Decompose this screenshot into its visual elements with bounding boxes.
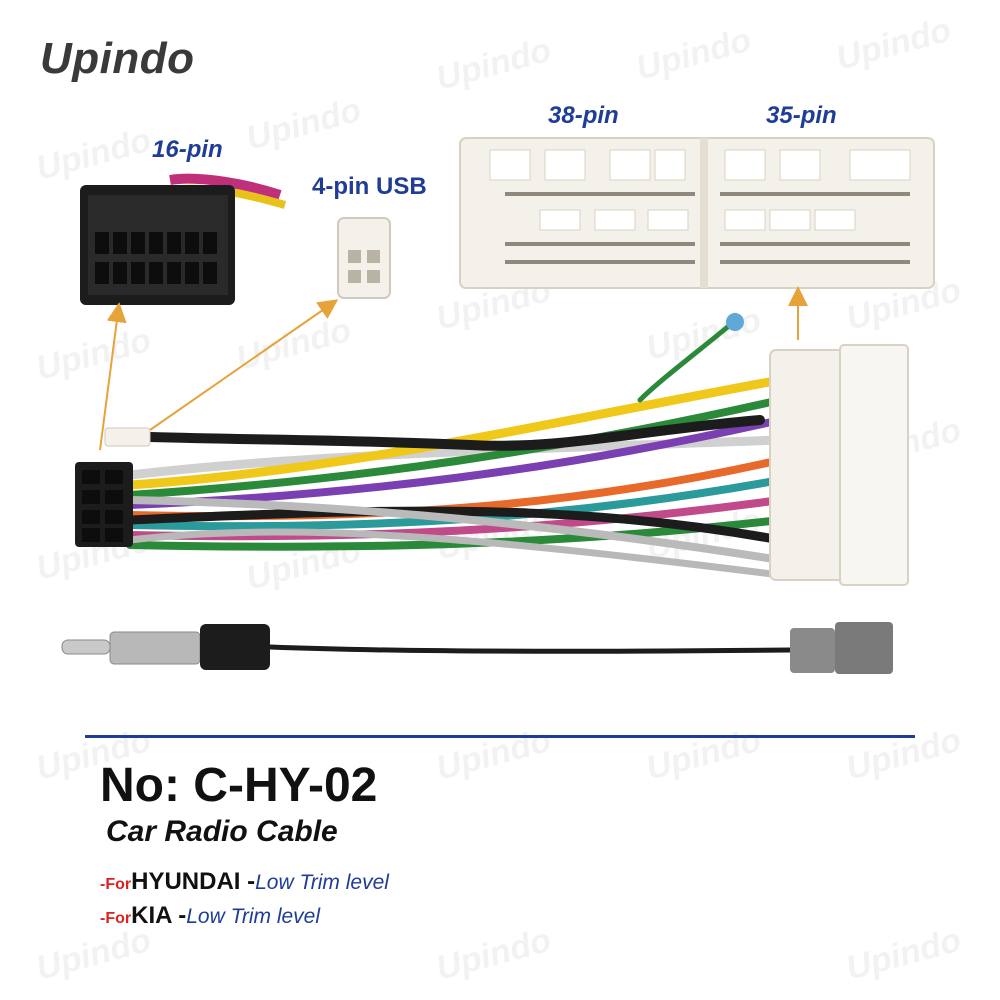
model-number: No: C-HY-02 — [100, 759, 378, 812]
connector-16pin — [80, 173, 287, 305]
svg-text:Upindo: Upindo — [32, 321, 155, 388]
wire-bundle — [125, 313, 785, 579]
svg-text:Upindo: Upindo — [32, 921, 155, 988]
svg-text:Upindo: Upindo — [242, 531, 365, 598]
svg-text:Upindo: Upindo — [632, 21, 755, 88]
harness-16pin-end — [75, 462, 133, 547]
svg-text:Upindo: Upindo — [642, 301, 765, 368]
label-4pin-usb: 4-pin USB — [312, 173, 427, 200]
svg-text:Upindo: Upindo — [642, 721, 765, 788]
fitment-make: KIA - — [131, 902, 187, 929]
svg-text:Upindo: Upindo — [242, 91, 365, 158]
indicator-arrows — [99, 286, 808, 451]
fitment-make: HYUNDAI - — [131, 868, 256, 895]
connector-usb-4pin — [337, 217, 391, 299]
fitment-row: -ForHYUNDAI -Low Trim level — [100, 868, 389, 896]
svg-text:Upindo: Upindo — [832, 11, 955, 78]
fitment-trim: Low Trim level — [255, 871, 389, 894]
svg-text:Upindo: Upindo — [842, 721, 965, 788]
svg-text:Upindo: Upindo — [432, 921, 555, 988]
label-16pin: 16-pin — [152, 136, 223, 163]
brand-logo: Upindo — [40, 34, 195, 83]
svg-text:Upindo: Upindo — [842, 921, 965, 988]
svg-text:Upindo: Upindo — [432, 721, 555, 788]
svg-text:Upindo: Upindo — [32, 121, 155, 188]
fitment-prefix: -For — [100, 876, 132, 893]
connector-38-35pin-face — [459, 137, 935, 289]
product-name: Car Radio Cable — [106, 815, 338, 848]
svg-text:Upindo: Upindo — [432, 31, 555, 98]
antenna-adapter-cable — [61, 622, 893, 674]
svg-text:Upindo: Upindo — [232, 311, 355, 378]
fitment-trim: Low Trim level — [186, 905, 321, 928]
section-divider — [85, 735, 915, 738]
label-38pin: 38-pin — [548, 102, 619, 129]
fitment-prefix: -For — [100, 910, 132, 927]
usb-lead-plug — [104, 427, 151, 447]
harness-oem-end — [769, 344, 909, 586]
fitment-row: -ForKIA -Low Trim level — [100, 902, 320, 930]
label-35pin: 35-pin — [766, 102, 837, 129]
